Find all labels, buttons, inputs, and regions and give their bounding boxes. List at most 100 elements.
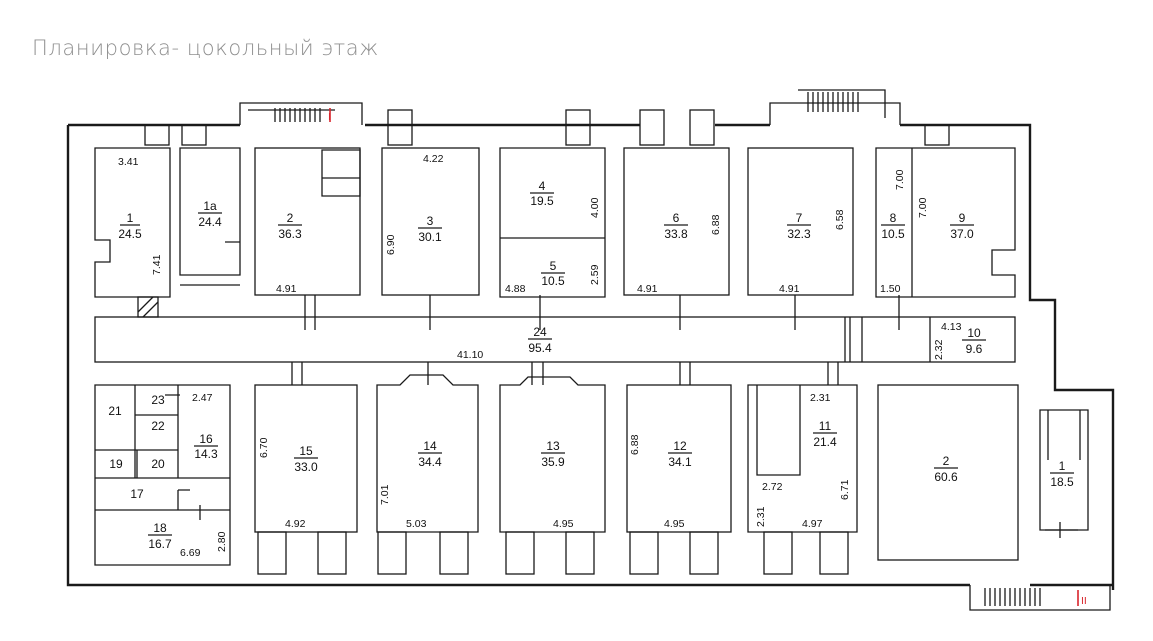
window-wells-top: [144, 109, 950, 146]
stair-well-top-left: [239, 102, 363, 125]
room-4-area: 19.5: [530, 194, 554, 208]
window-wells-bottom: [257, 531, 849, 575]
plan-line: [439, 531, 469, 575]
room-24-number: 24: [533, 325, 547, 339]
dim-231b: 2.31: [755, 506, 767, 527]
room-1a-number: 1а: [203, 199, 217, 213]
room-17-number: 17: [130, 487, 144, 501]
corridor-24-wall: [94, 316, 1016, 363]
room-13-area: 35.9: [541, 455, 565, 469]
door-marks: [165, 295, 1078, 538]
plan-line: [377, 531, 407, 575]
dim-658: 6.58: [834, 209, 846, 230]
dim-272: 2.72: [762, 481, 783, 493]
hatched-column: [137, 296, 159, 318]
room-3-number: 3: [427, 214, 434, 228]
room-15-number: 15: [299, 444, 313, 458]
dim-700b: 7.00: [917, 197, 929, 218]
dim-231a: 2.31: [810, 392, 831, 404]
stair-inner: [321, 149, 361, 197]
room-16-number: 16: [199, 432, 213, 446]
room-11-number: 11: [819, 419, 832, 433]
stair-steps-bottom: [984, 588, 1041, 606]
room-8-number: 8: [890, 211, 897, 225]
room-ii-2-wall: [877, 384, 1019, 561]
room-2-area: 36.3: [278, 227, 302, 241]
room-14-area: 34.4: [418, 455, 442, 469]
plan-line: [984, 588, 1041, 606]
room-4-number: 4: [539, 179, 546, 193]
dim-741: 7.41: [151, 254, 163, 275]
room-21-number: 21: [108, 404, 122, 418]
plan-line: [257, 531, 287, 575]
plan-line: [819, 531, 849, 575]
room-4-5-wall: [499, 147, 606, 298]
plan-line: [689, 109, 715, 146]
dim-232: 2.32: [933, 339, 945, 360]
dim-700a: 7.00: [894, 169, 906, 190]
room-7-number: 7: [796, 211, 803, 225]
room-ii-1-area: 18.5: [1050, 475, 1074, 489]
dim-491b: 4.91: [637, 283, 658, 295]
room-16-18-block-wall: [94, 384, 231, 566]
room-9-area: 37.0: [950, 227, 974, 241]
room-ii-1-number: 1: [1059, 459, 1066, 473]
room-11-wall: [747, 384, 858, 533]
room-11-area: 21.4: [813, 435, 837, 449]
plan-line: [689, 531, 719, 575]
dim-491a: 4.91: [276, 283, 297, 295]
room-18-number: 18: [153, 521, 167, 535]
plan-line: [317, 531, 347, 575]
stair-label-ii: II: [1081, 595, 1087, 607]
room-10-number: 10: [967, 326, 981, 340]
plan-line: [181, 124, 207, 146]
room-1-number: 1: [127, 211, 134, 225]
dim-690: 6.90: [385, 234, 397, 255]
dim-688a: 6.88: [710, 214, 722, 235]
dim-259: 2.59: [589, 264, 601, 285]
plan-line: [165, 394, 1078, 538]
stair-steps-top-right: [807, 92, 859, 112]
room-13-wall: [499, 376, 606, 533]
room-18-area: 16.7: [148, 537, 172, 551]
room-9-number: 9: [959, 211, 966, 225]
room-15-area: 33.0: [294, 460, 318, 474]
room-2-wall: [254, 147, 361, 296]
room-15-wall: [254, 384, 358, 533]
plan-line: [629, 531, 659, 575]
room-7-wall: [747, 147, 854, 296]
room-8-9-wall: [875, 147, 1016, 298]
room-14-number: 14: [423, 439, 437, 453]
room-16-area: 14.3: [194, 447, 218, 461]
room-12-wall: [626, 384, 732, 533]
dim-341: 3.41: [118, 156, 139, 168]
dim-671: 6.71: [839, 479, 851, 500]
dim-669: 6.69: [180, 547, 201, 559]
dim-413: 4.13: [941, 321, 962, 333]
room-ii-1-wall: [1039, 409, 1089, 531]
corridor-partition: [861, 317, 931, 362]
room-1-area: 24.5: [118, 227, 142, 241]
room-12-area: 34.1: [668, 455, 692, 469]
plan-line: [505, 531, 535, 575]
room-23-number: 23: [151, 393, 165, 407]
room-10-area: 9.6: [966, 342, 983, 356]
room-1a-wall: [179, 147, 241, 286]
dim-150: 1.50: [880, 283, 901, 295]
room-6-area: 33.8: [664, 227, 688, 241]
dim-670: 6.70: [258, 437, 270, 458]
dim-492: 4.92: [285, 518, 306, 530]
plan-line: [565, 109, 591, 146]
plan-line: [763, 531, 793, 575]
room-1a-area: 24.4: [198, 215, 222, 229]
room-24-area: 95.4: [528, 341, 552, 355]
stair-well-bottom: [969, 585, 1111, 611]
dim-497: 4.97: [802, 518, 823, 530]
dim-247: 2.47: [192, 392, 213, 404]
outer-wall: [66, 123, 1115, 590]
plan-line: [387, 109, 413, 146]
dim-701: 7.01: [379, 484, 391, 505]
dim-400: 4.00: [589, 197, 601, 218]
room-1-wall: [94, 147, 171, 298]
